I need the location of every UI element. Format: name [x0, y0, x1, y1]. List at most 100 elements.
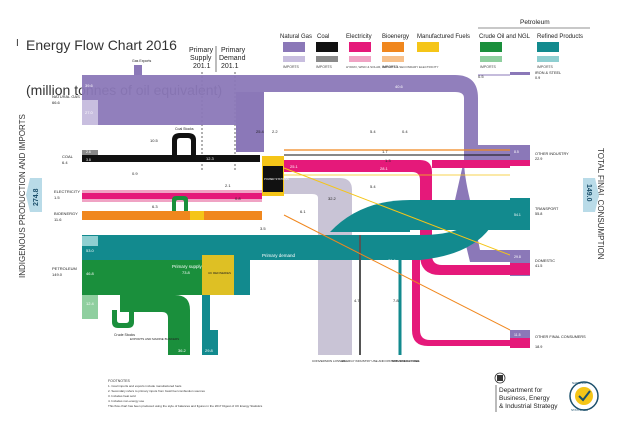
val-gas-small4: 0.4 [402, 129, 408, 134]
crest-icon [494, 372, 506, 384]
swatch-coal-imports [316, 56, 338, 62]
primary-supply-label2: Supply [190, 55, 212, 62]
swatch-refined [537, 42, 559, 52]
footnote-2: 2. Secondary refers to primary inputs fr… [108, 389, 205, 393]
source-pet-top: 53.0 [86, 248, 95, 253]
left-axis-label: INDIGENOUS PRODUCTION AND IMPORTS [18, 114, 27, 278]
val-bio-small2: 5.4 [370, 184, 376, 189]
swatch-gas [283, 42, 305, 52]
gas-imports-band [82, 100, 98, 125]
bar-iron-steel [510, 72, 530, 75]
consumer-labels: IRON & STEEL 0.9 OTHER INDUSTRY 22.9 TRA… [535, 71, 586, 349]
legend: Natural Gas Coal Electricity Bioenergy M… [280, 19, 590, 69]
legend-imports-crude: IMPORTS [480, 65, 497, 69]
national-statistics-badge: NATIONAL STATISTICS [569, 381, 599, 412]
refined-main-flow [82, 210, 510, 355]
node-primary-demand: Primary demand [262, 253, 296, 258]
val-misc-1: 6.3 [152, 204, 158, 209]
bar-other-final-elec [510, 338, 530, 348]
legend-imports-bio: IMPORTS [382, 65, 399, 69]
node-crude-stocks: Crude Stocks [114, 333, 135, 337]
text-cursor-icon: I [16, 38, 19, 49]
legend-imports-gas: IMPORTS [283, 65, 300, 69]
source-coal-label: COAL [62, 154, 74, 159]
node-primary-demand-value: 75.5 [274, 259, 283, 264]
val-gas-small3: 5.4 [370, 129, 376, 134]
consumer-bars: 8.5 54.1 29.8 11.5 [510, 72, 530, 348]
elec-main-band [82, 193, 262, 199]
legend-crude: Crude Oil and NGL [479, 34, 531, 40]
consumer-industry-value: 22.9 [535, 157, 542, 161]
source-elec-label: ELECTRICITY [54, 189, 80, 194]
legend-petroleum: Petroleum [520, 19, 550, 26]
val-elec-line: 6.1 [300, 209, 306, 214]
node-primary-supply-value: 73.8 [182, 270, 191, 275]
left-axis-total: 274.8 [33, 188, 40, 206]
bio-stocks-arch [172, 196, 188, 211]
val-gas-small2: 2.2 [272, 129, 278, 134]
gas-flow [82, 75, 510, 160]
val-coal-small: 1.7 [382, 149, 388, 154]
consumer-transport-value: 55.8 [535, 212, 542, 216]
node-exports-marine: EXPORTS AND MARINE BUNKERS [130, 337, 179, 341]
coal-flow [82, 155, 260, 162]
consumer-iron-value: 0.9 [535, 76, 540, 80]
badge-top-text: NATIONAL [572, 381, 587, 385]
legend-bioenergy: Bioenergy [382, 34, 409, 40]
swatch-bioenergy [382, 42, 404, 52]
crude-to-exports [120, 295, 190, 355]
val-misc-2: 3.5 [260, 226, 266, 231]
node-gas-exports: Gas Exports [132, 59, 152, 63]
bar-domestic-val: 29.8 [514, 255, 521, 259]
val-gas-exports: 10.5 [150, 138, 159, 143]
swatch-coal [316, 42, 338, 52]
primary-demand-value: 201.1 [221, 63, 239, 70]
node-conversion-losses: CONVERSION LOSSES [312, 359, 345, 363]
bar-transport [510, 198, 530, 230]
right-axis-total: 149.0 [585, 184, 592, 202]
refined-teal-curve [330, 200, 410, 232]
source-pet-mid: 46.8 [86, 271, 95, 276]
val-pet-exports: 36.2 [178, 348, 187, 353]
consumer-domestic-value: 41.5 [535, 264, 542, 268]
consumer-other-value: 18.9 [535, 345, 542, 349]
val-misc-4: 0.9 [132, 171, 138, 176]
crude-stocks-arch [112, 310, 134, 328]
dept-line-1: Department for [499, 387, 543, 394]
bar-transport-val: 54.1 [514, 213, 521, 217]
primary-supply-value: 201.1 [193, 63, 211, 70]
consumer-domestic-label: DOMESTIC [535, 259, 555, 263]
val-pet-exports2: 29.8 [205, 348, 214, 353]
val-power-coal: 12.3 [206, 156, 215, 161]
val-pet-small: 0.5 [478, 74, 484, 79]
power-stations-inner [263, 166, 283, 192]
refined-imports-band [82, 236, 98, 246]
legend-hydro-note: HYDRO, WIND & SOLAR, IMPORTS & SECONDARY… [346, 65, 439, 69]
flow-value-labels: 40.6 10.5 12.3 25.1 28.1 32.2 6.1 70.6 4… [132, 74, 484, 353]
node-labels: Gas Exports Coal Stocks POWER STATIONS P… [114, 59, 420, 363]
checkmark-icon [578, 390, 591, 402]
consumer-industry-label: OTHER INDUSTRY [535, 152, 569, 156]
footnote-5: This flow chart has been produced using … [108, 404, 263, 408]
source-coal-imports: 3.8 [86, 158, 91, 162]
consumer-other-label: OTHER FINAL CONSUMERS [535, 335, 586, 339]
node-energy-industry: ENERGY INDUSTRY USE AND DISTRIBUTION LOS… [342, 359, 420, 363]
val-refined-main: 70.6 [388, 258, 397, 263]
bio-flow [82, 211, 262, 220]
bar-domestic-elec [510, 263, 530, 275]
val-bio-small: 2.1 [225, 183, 231, 188]
swatch-gas-imports [283, 56, 305, 62]
swatch-refined-imports [537, 56, 559, 62]
manufactured-small [190, 211, 204, 220]
source-pet-value: 149.0 [52, 272, 63, 277]
val-energy-ind: 4.7 [354, 298, 360, 303]
badge-inner [575, 387, 593, 405]
val-conv: 32.2 [328, 196, 337, 201]
electricity-industry [432, 160, 510, 168]
val-misc-5: 0.8 [235, 196, 241, 201]
conversion-losses-flow [284, 178, 352, 355]
legend-electricity: Electricity [346, 34, 372, 40]
source-gas-imports: 27.0 [85, 110, 94, 115]
badge-bottom-text: STATISTICS [571, 408, 588, 412]
swatch-crude-imports [480, 56, 502, 62]
